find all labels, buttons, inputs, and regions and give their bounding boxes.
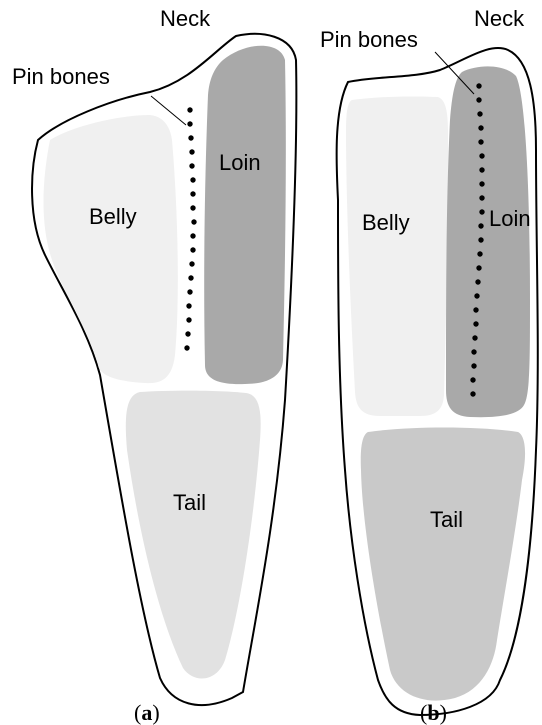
tail-label-a: Tail bbox=[173, 490, 206, 515]
belly-region-a bbox=[44, 115, 178, 383]
belly-label-a: Belly bbox=[89, 204, 137, 229]
caption-b-letter: b bbox=[427, 700, 439, 725]
loin-label-b: Loin bbox=[489, 206, 531, 231]
caption-a-open: ( bbox=[134, 700, 141, 725]
caption-a: (a) bbox=[134, 700, 160, 725]
caption-b: (b) bbox=[420, 700, 447, 725]
panel-a: Neck Pin bones Loin Belly Tail (a) bbox=[12, 6, 296, 725]
caption-b-open: ( bbox=[420, 700, 427, 725]
pin-bones-label-b: Pin bones bbox=[320, 27, 418, 52]
caption-b-close: ) bbox=[440, 700, 447, 725]
caption-a-letter: a bbox=[141, 700, 152, 725]
tail-label-b: Tail bbox=[430, 507, 463, 532]
belly-label-b: Belly bbox=[362, 210, 410, 235]
caption-a-close: ) bbox=[152, 700, 159, 725]
loin-label-a: Loin bbox=[219, 150, 261, 175]
loin-region-b bbox=[446, 66, 530, 417]
neck-label-b: Neck bbox=[474, 6, 525, 31]
neck-label-a: Neck bbox=[160, 6, 211, 31]
loin-region-a bbox=[204, 46, 286, 384]
pin-bones-label-a: Pin bones bbox=[12, 64, 110, 89]
panel-b: Neck Pin bones Loin Belly Tail (b) bbox=[320, 6, 538, 725]
belly-region-b bbox=[346, 96, 448, 416]
